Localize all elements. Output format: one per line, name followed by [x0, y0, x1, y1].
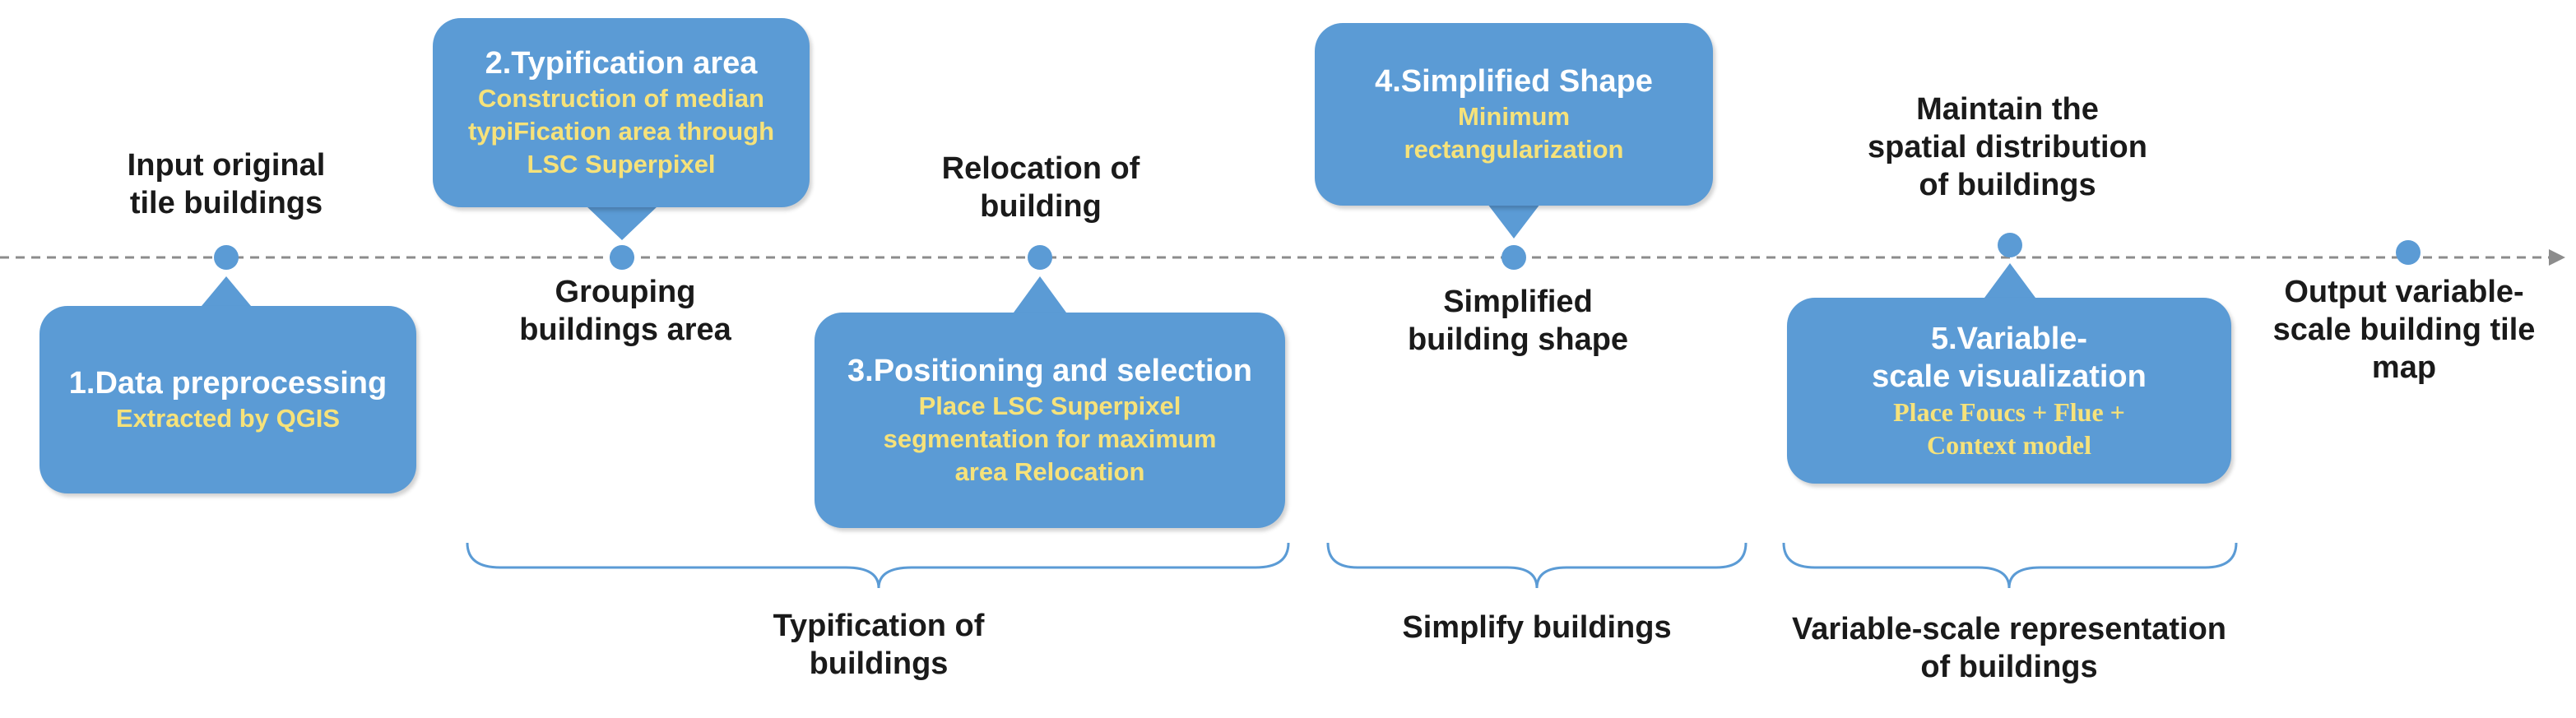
- group-label-line: buildings: [809, 646, 949, 681]
- label-line: buildings area: [519, 313, 731, 347]
- label-line: Relocation of: [941, 151, 1140, 186]
- step-1-title: 1.Data preprocessing: [68, 366, 388, 401]
- step-2-title: 2.Typification area: [485, 46, 758, 81]
- brace-variable-scale: [1782, 542, 2238, 589]
- step-2-box: 2.Typification area Construction of medi…: [433, 18, 810, 207]
- step-2-subtitle-line: Construction of median: [478, 84, 764, 113]
- group-label-line: Typification of: [773, 609, 985, 643]
- label-relocation: Relocation of building: [905, 150, 1177, 225]
- step-2-subtitle-line: typiFication area through: [467, 117, 775, 146]
- label-line: map: [2371, 350, 2437, 385]
- step-5-subtitle: Place Foucs + Flue + Context model: [1893, 396, 2125, 461]
- brace-simplify: [1326, 542, 1748, 589]
- step-1-subtitle-line: Extracted by QGIS: [115, 404, 341, 433]
- group-label-variable-scale: Variable-scale representation of buildin…: [1762, 610, 2256, 686]
- step-5-box: 5.Variable- scale visualization Place Fo…: [1787, 298, 2231, 484]
- step-2-subtitle-line: LSC Superpixel: [527, 150, 716, 178]
- pointer-step-3: [1014, 276, 1066, 313]
- group-label-line: Variable-scale representation: [1791, 612, 2227, 646]
- label-line: of buildings: [1919, 168, 2096, 202]
- group-label-typification: Typification of buildings: [714, 607, 1043, 683]
- label-line: spatial distribution: [1868, 130, 2147, 164]
- label-output: Output variable- scale building tile map: [2264, 273, 2544, 387]
- step-3-subtitle-line: segmentation for maximum: [883, 424, 1217, 453]
- step-1-box: 1.Data preprocessing Extracted by QGIS: [39, 306, 416, 493]
- group-label-line: Simplify buildings: [1402, 610, 1672, 645]
- label-line: Grouping: [555, 275, 696, 309]
- step-3-box: 3.Positioning and selection Place LSC Su…: [815, 313, 1285, 528]
- label-line: Input original: [127, 148, 326, 183]
- timeline-arrowhead: [2549, 249, 2565, 266]
- group-label-line: of buildings: [1920, 650, 2098, 684]
- step-3-subtitle: Place LSC Superpixel segmentation for ma…: [884, 390, 1217, 489]
- label-input-original: Input original tile buildings: [82, 146, 370, 222]
- step-3-title: 3.Positioning and selection: [847, 354, 1252, 388]
- pointer-step-2: [586, 206, 658, 240]
- step-3-subtitle-line: area Relocation: [954, 457, 1145, 486]
- pointer-step-1: [202, 276, 251, 306]
- step-5-title: 5.Variable- scale visualization: [1872, 320, 2147, 396]
- brace-typification: [466, 542, 1290, 589]
- timeline-dot-grouping: [610, 245, 634, 270]
- step-5-subtitle-line: Place Foucs + Flue +: [1893, 397, 2125, 427]
- label-grouping: Grouping buildings area: [477, 273, 773, 349]
- label-line: Output variable-: [2284, 275, 2524, 309]
- step-4-subtitle-line: Minimum: [1457, 102, 1571, 131]
- timeline-dot-input: [214, 245, 239, 270]
- step-3-subtitle-line: Place LSC Superpixel: [918, 391, 1181, 420]
- step-5-subtitle-line: Context model: [1927, 430, 2091, 460]
- step-4-subtitle: Minimum rectangularization: [1404, 100, 1624, 166]
- label-line: Simplified: [1443, 285, 1593, 319]
- step-4-subtitle-line: rectangularization: [1404, 135, 1624, 164]
- step-4-box: 4.Simplified Shape Minimum rectangulariz…: [1315, 23, 1713, 206]
- group-label-simplify: Simplify buildings: [1372, 609, 1701, 646]
- step-2-subtitle: Construction of median typiFication area…: [468, 82, 774, 181]
- timeline-dot-maintain: [1998, 233, 2022, 257]
- pointer-step-5: [1984, 263, 2035, 298]
- label-line: Maintain the: [1916, 92, 2099, 127]
- step-5-title-line: 5.Variable-: [1930, 322, 2088, 356]
- label-line: building: [980, 189, 1102, 224]
- label-line: building shape: [1407, 322, 1629, 357]
- label-line: tile buildings: [129, 186, 323, 220]
- step-5-title-line: scale visualization: [1872, 359, 2147, 394]
- step-4-title: 4.Simplified Shape: [1375, 64, 1653, 99]
- step-1-subtitle: Extracted by QGIS: [116, 402, 340, 435]
- timeline-dot-output: [2396, 240, 2421, 265]
- label-simplified-shape: Simplified building shape: [1382, 283, 1654, 359]
- timeline-dot-relocation: [1028, 245, 1052, 270]
- label-line: scale building tile: [2272, 313, 2536, 347]
- pointer-step-4: [1488, 204, 1540, 239]
- timeline-dot-simplified: [1502, 245, 1526, 270]
- label-maintain-distribution: Maintain the spatial distribution of bui…: [1851, 90, 2164, 204]
